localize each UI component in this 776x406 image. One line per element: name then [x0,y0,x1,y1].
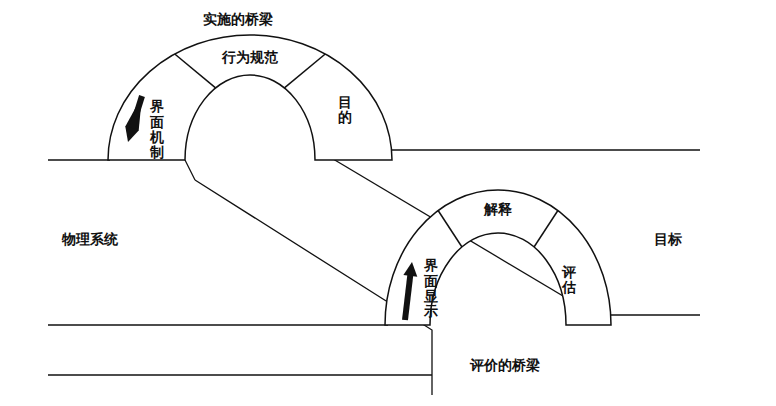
arch-body [108,35,392,160]
arch-segment: 解释 [484,201,512,219]
ground-lines [48,150,700,395]
arrow-shaft [132,96,142,128]
region-label: 物理系统 [62,231,118,249]
region-label: 评价的桥梁 [470,357,540,375]
arrow-shaft [405,275,410,320]
arch-body [385,190,611,325]
arch-segment: 界面机制 [150,99,164,161]
arch-segment: 行为规范 [222,49,278,67]
segment-label: 行为规范 [222,49,278,67]
arrow-head [403,262,417,277]
evaluation-bridge [385,190,611,325]
segment-divider [438,211,462,247]
arch-segment: 目的 [338,95,352,126]
execution-bridge [108,35,392,160]
segment-label: 界面机制 [150,99,164,161]
segment-divider [175,54,216,88]
region-label: 目标 [654,231,682,249]
segment-label: 界面显示 [424,258,438,320]
arch-segment: 界面显示 [424,258,438,320]
segment-label: 解释 [484,201,512,219]
segment-label: 目的 [338,95,352,126]
segment-label: 评估 [562,265,576,296]
segment-divider [284,54,325,88]
segment-divider [534,211,558,247]
region-label: 实施的桥梁 [203,11,273,29]
arrow-head [125,96,142,142]
arch-segment: 评估 [562,265,576,296]
